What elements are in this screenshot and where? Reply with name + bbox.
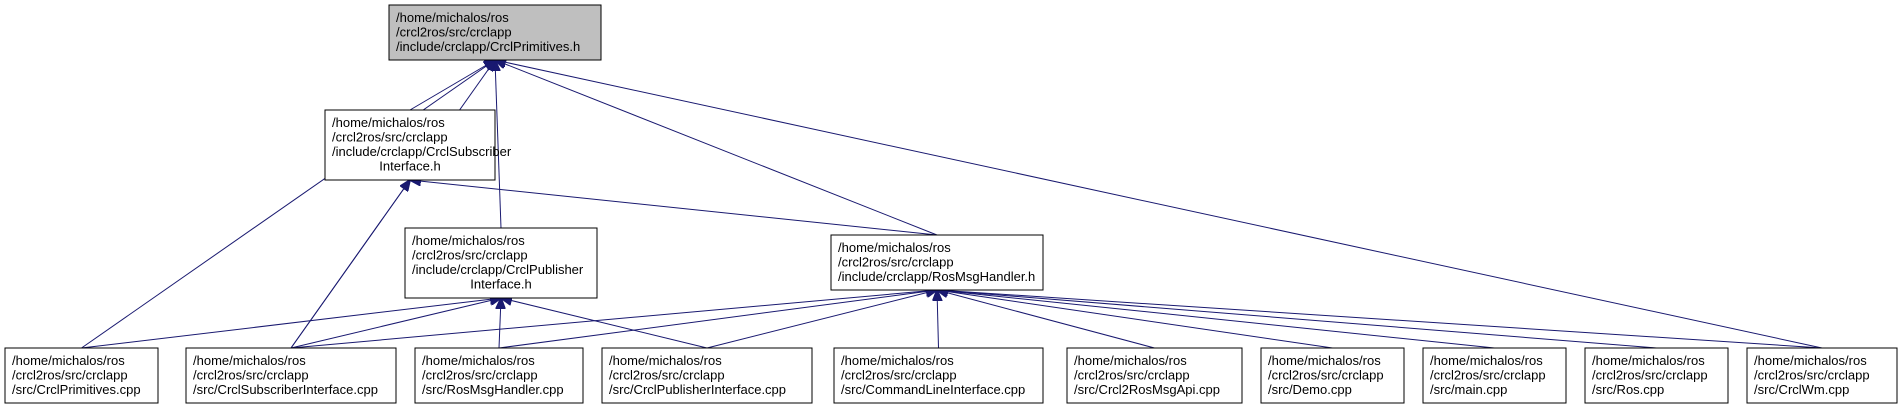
node-box[interactable] (4, 347, 159, 404)
nodes-layer: /home/michalos/ros/crcl2ros/src/crclapp/… (4, 4, 1898, 404)
node-label-line: /home/michalos/ros (396, 10, 509, 25)
edge-primitives_cpp-to-publisher_h (81, 298, 502, 349)
node-label-line: /crcl2ros/src/crclapp (1268, 367, 1384, 382)
edge-publisher_cpp-to-publisher_h (501, 298, 708, 349)
edge-publisher_h-to-primitives_h (495, 60, 502, 229)
node-primitives-cpp[interactable]: /home/michalos/ros/crcl2ros/src/crclapp/… (4, 347, 159, 404)
node-label-line: /home/michalos/ros (12, 353, 125, 368)
edge-rosmsg_cpp-to-publisher_h (499, 298, 501, 349)
node-ros-cpp[interactable]: /home/michalos/ros/crcl2ros/src/crclapp/… (1584, 347, 1729, 404)
node-box[interactable] (388, 4, 602, 61)
edge-primitives_cpp-to-primitives_h (81, 60, 496, 349)
node-label-line: /include/crclapp/CrclPublisher (412, 262, 584, 277)
node-label-line: /crcl2ros/src/crclapp (412, 248, 528, 263)
node-label-line: /crcl2ros/src/crclapp (609, 367, 725, 382)
node-label-line: /src/CommandLineInterface.cpp (841, 382, 1025, 397)
node-demo-cpp[interactable]: /home/michalos/ros/crcl2ros/src/crclapp/… (1260, 347, 1405, 404)
node-box[interactable] (1584, 347, 1729, 404)
node-box[interactable] (1066, 347, 1243, 404)
node-primitives-h[interactable]: /home/michalos/ros/crcl2ros/src/crclapp/… (388, 4, 602, 61)
node-label-line: /crcl2ros/src/crclapp (1592, 367, 1708, 382)
node-label-line: /include/crclapp/CrclPrimitives.h (396, 39, 580, 54)
node-box[interactable] (1260, 347, 1405, 404)
node-label-line: /crcl2ros/src/crclapp (1430, 367, 1546, 382)
edge-crclwm_cpp-to-primitives_h (495, 60, 1823, 349)
node-box[interactable] (404, 227, 598, 299)
node-label-line: /home/michalos/ros (193, 353, 306, 368)
node-main-cpp[interactable]: /home/michalos/ros/crcl2ros/src/crclapp/… (1422, 347, 1567, 404)
node-label-line: /src/Ros.cpp (1592, 382, 1664, 397)
node-cmdline-cpp[interactable]: /home/michalos/ros/crcl2ros/src/crclapp/… (833, 347, 1044, 404)
node-box[interactable] (324, 109, 496, 181)
node-label-line: /home/michalos/ros (1074, 353, 1187, 368)
node-label-line: /crcl2ros/src/crclapp (422, 367, 538, 382)
edge-crcl2rosmsgapi_cpp-to-rosmsg_h (937, 290, 1155, 349)
node-label-line: /src/Demo.cpp (1268, 382, 1352, 397)
node-label-line: /src/Crcl2RosMsgApi.cpp (1074, 382, 1220, 397)
edge-rosmsg_cpp-to-rosmsg_h (498, 290, 937, 349)
edge-cmdline_cpp-to-rosmsg_h (937, 290, 939, 349)
node-label-line: Interface.h (379, 159, 440, 174)
node-label-line: /home/michalos/ros (422, 353, 535, 368)
edge-crclwm_cpp-to-rosmsg_h (937, 290, 1823, 349)
node-label-line: /home/michalos/ros (1430, 353, 1543, 368)
node-box[interactable] (601, 347, 813, 404)
node-label-line: /crcl2ros/src/crclapp (396, 24, 512, 39)
node-label-line: /crcl2ros/src/crclapp (841, 367, 957, 382)
edge-subscriber_cpp-to-publisher_h (290, 298, 501, 349)
node-label-line: /crcl2ros/src/crclapp (193, 367, 309, 382)
node-label-line: /include/crclapp/CrclSubscriber (332, 144, 512, 159)
node-label-line: /crcl2ros/src/crclapp (1754, 367, 1870, 382)
edge-rosmsg_h-to-subscriber_h (410, 180, 938, 236)
node-label-line: Interface.h (470, 277, 531, 292)
edge-subscriber_cpp-to-subscriber_h (290, 180, 410, 349)
node-label-line: /crcl2ros/src/crclapp (12, 367, 128, 382)
node-label-line: /home/michalos/ros (609, 353, 722, 368)
node-label-line: /src/CrclWm.cpp (1754, 382, 1849, 397)
edge-ros_cpp-to-rosmsg_h (937, 290, 1657, 349)
node-label-line: /src/CrclPublisherInterface.cpp (609, 382, 786, 397)
node-label-line: /crcl2ros/src/crclapp (332, 130, 448, 145)
node-label-line: /crcl2ros/src/crclapp (1074, 367, 1190, 382)
node-subscriber-cpp[interactable]: /home/michalos/ros/crcl2ros/src/crclapp/… (185, 347, 397, 404)
node-label-line: /src/RosMsgHandler.cpp (422, 382, 564, 397)
edge-main_cpp-to-rosmsg_h (937, 290, 1495, 349)
node-box[interactable] (1746, 347, 1898, 404)
node-publisher-h[interactable]: /home/michalos/ros/crcl2ros/src/crclapp/… (404, 227, 598, 299)
node-crcl2rosmsgapi-cpp[interactable]: /home/michalos/ros/crcl2ros/src/crclapp/… (1066, 347, 1243, 404)
node-label-line: /home/michalos/ros (1268, 353, 1381, 368)
edge-publisher_cpp-to-rosmsg_h (706, 290, 937, 349)
edges-layer (81, 60, 1823, 349)
node-label-line: /home/michalos/ros (838, 240, 951, 255)
node-box[interactable] (1422, 347, 1567, 404)
edge-demo_cpp-to-rosmsg_h (937, 290, 1333, 349)
node-label-line: /home/michalos/ros (412, 233, 525, 248)
node-label-line: /src/CrclSubscriberInterface.cpp (193, 382, 378, 397)
node-box[interactable] (830, 234, 1044, 291)
node-label-line: /home/michalos/ros (1754, 353, 1867, 368)
node-rosmsg-h[interactable]: /home/michalos/ros/crcl2ros/src/crclapp/… (830, 234, 1044, 291)
edge-rosmsg_h-to-primitives_h (495, 60, 938, 236)
node-label-line: /crcl2ros/src/crclapp (838, 254, 954, 269)
node-label-line: /src/main.cpp (1430, 382, 1507, 397)
node-label-line: /src/CrclPrimitives.cpp (12, 382, 141, 397)
node-box[interactable] (833, 347, 1044, 404)
node-label-line: /home/michalos/ros (1592, 353, 1705, 368)
node-box[interactable] (185, 347, 397, 404)
node-subscriber-h[interactable]: /home/michalos/ros/crcl2ros/src/crclapp/… (324, 109, 512, 181)
edge-subscriber_cpp-to-rosmsg_h (290, 290, 937, 349)
node-box[interactable] (414, 347, 584, 404)
edge-subscriber_h-to-primitives_h (409, 60, 495, 111)
node-label-line: /include/crclapp/RosMsgHandler.h (838, 269, 1035, 284)
node-crclwm-cpp[interactable]: /home/michalos/ros/crcl2ros/src/crclapp/… (1746, 347, 1898, 404)
node-label-line: /home/michalos/ros (332, 115, 445, 130)
node-label-line: /home/michalos/ros (841, 353, 954, 368)
node-rosmsg-cpp[interactable]: /home/michalos/ros/crcl2ros/src/crclapp/… (414, 347, 584, 404)
node-publisher-cpp[interactable]: /home/michalos/ros/crcl2ros/src/crclapp/… (601, 347, 813, 404)
